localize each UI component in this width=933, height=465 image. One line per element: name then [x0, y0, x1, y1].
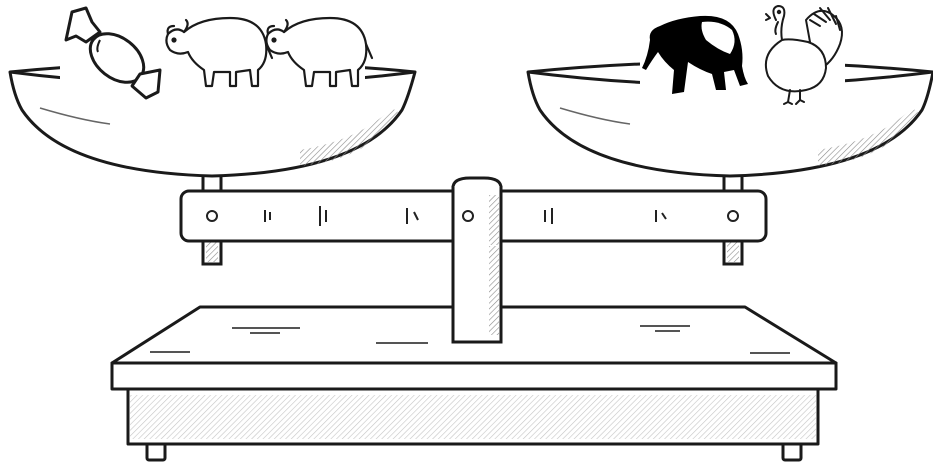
beam-pivot-left	[206, 210, 218, 222]
scale-beam	[179, 186, 768, 246]
beam-pivot-right	[727, 210, 739, 222]
candy-icon	[64, 6, 162, 100]
yak-icon	[265, 16, 374, 88]
yak-icon	[165, 16, 274, 88]
beam-pivot-center	[462, 210, 474, 222]
scale-base-edge	[110, 361, 838, 391]
tapir-icon	[642, 15, 748, 94]
beam-markings	[206, 206, 739, 226]
turkey-icon	[764, 5, 843, 105]
